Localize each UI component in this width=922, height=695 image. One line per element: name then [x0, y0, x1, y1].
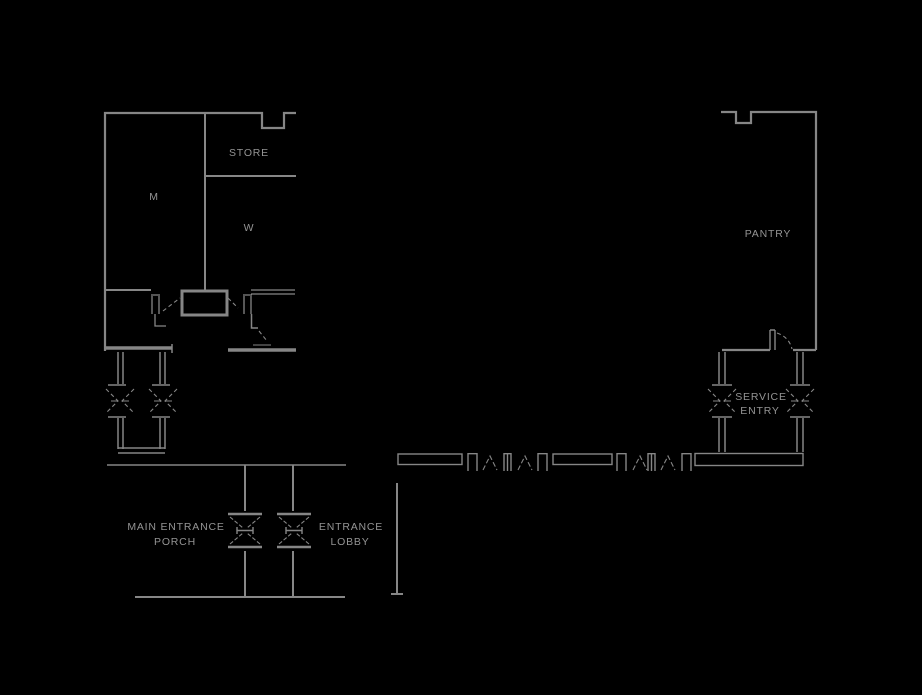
- w-room-bottom-wall: [251, 289, 295, 295]
- vestibule-side-walls: [117, 352, 166, 449]
- wall-segment-a: [397, 453, 463, 466]
- pantry-label: PANTRY: [745, 228, 791, 240]
- service-entry-door-caps: [712, 384, 810, 418]
- room-w-label: W: [244, 222, 255, 234]
- toilet-block-walls: [103, 111, 296, 353]
- main-entrance-label-line2: PORCH: [154, 536, 196, 548]
- wall-segment-b: [552, 453, 613, 466]
- entrance-porch: [107, 464, 403, 598]
- service-entry-side-walls: [718, 352, 804, 452]
- west-vestibule: [105, 352, 178, 454]
- service-entry-label-line1: SERVICE: [735, 391, 787, 403]
- m-door-wall-return: [154, 314, 166, 327]
- door-center-mullions: [503, 453, 656, 471]
- door-jamb-piers: [467, 453, 692, 471]
- pantry-outer-wall: [721, 110, 818, 350]
- corridor-door-wall: [250, 314, 258, 329]
- entrance-door-mullions: [244, 465, 294, 597]
- service-entry-label-line2: ENTRY: [740, 405, 779, 417]
- entrance-door-plates: [228, 512, 311, 549]
- entrance-lobby-label-line2: LOBBY: [330, 536, 369, 548]
- toilet-door-jambs: [151, 294, 252, 314]
- main-entrance-label-line1: MAIN ENTRANCE: [127, 521, 224, 533]
- pantry-door-jamb: [769, 329, 776, 350]
- plumbing-chase: [180, 289, 229, 317]
- wall-segment-c: [694, 452, 804, 467]
- store-label: STORE: [229, 147, 269, 159]
- toilet-door-swings: [162, 297, 268, 342]
- vestibule-door-caps: [108, 384, 170, 418]
- pantry-block-walls: [707, 110, 818, 452]
- toilet-block-outer-wall: [103, 111, 296, 351]
- entrance-lobby-label-line1: ENTRANCE: [319, 521, 383, 533]
- vestibule-bottom-wall: [118, 447, 165, 454]
- entrance-door-leaf-bars: [236, 527, 303, 534]
- room-m-label: M: [149, 191, 159, 203]
- room-labels: M W STORE PANTRY SERVICE ENTRY MAIN ENTR…: [127, 147, 791, 548]
- swing-door-leaf-symbols: [482, 454, 676, 471]
- south-wall: [397, 452, 804, 471]
- pantry-door-swing: [776, 332, 793, 350]
- lobby-east-wall: [391, 483, 403, 595]
- entrance-door-swing-symbols: [229, 516, 310, 545]
